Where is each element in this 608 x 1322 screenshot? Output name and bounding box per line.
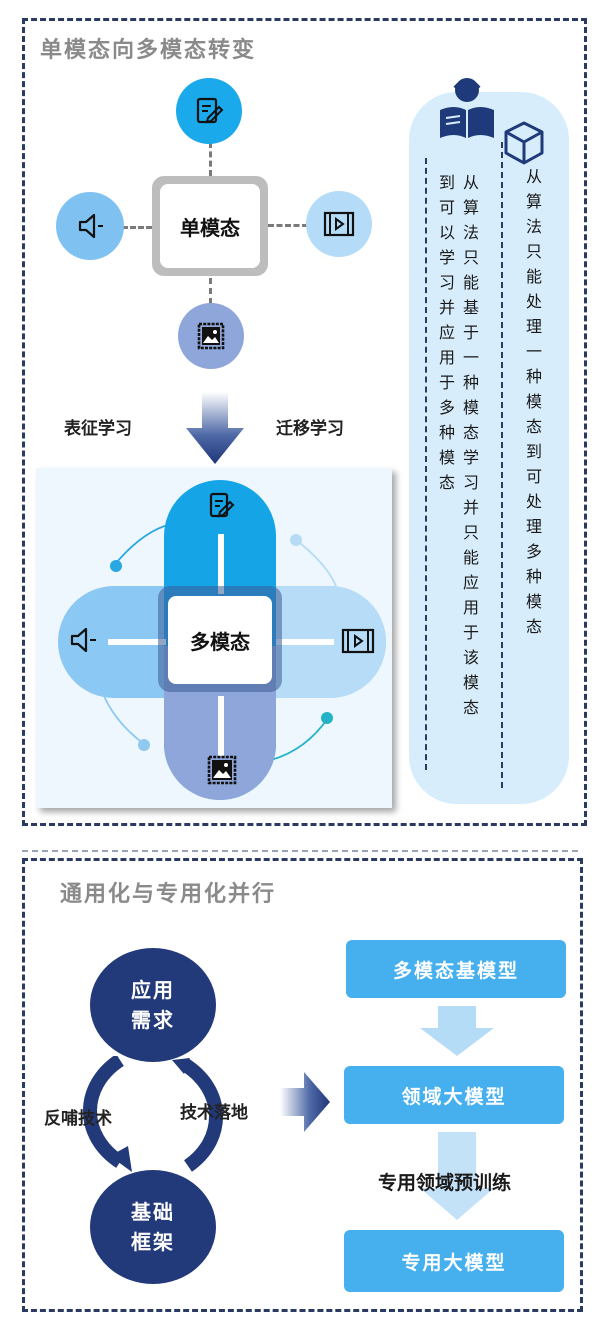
specialized-large-model-box: 专用大模型 — [344, 1230, 564, 1292]
transfer-learning-label: 迁移学习 — [276, 419, 344, 439]
picture-icon-2 — [207, 755, 237, 785]
reader-book-icon — [440, 78, 494, 138]
single-modality-label: 单模态 — [160, 184, 260, 268]
image-modality-circle — [178, 303, 244, 369]
down-arrow-light-1 — [420, 1006, 494, 1056]
description-text-right: 从算法只能处理一种模态到可处理多种模态 — [523, 168, 542, 643]
cube-icon — [504, 121, 544, 165]
section-title-general-specialized: 通用化与专用化并行 — [60, 881, 277, 907]
right-arrow-icon — [280, 1072, 330, 1132]
picture-icon — [197, 322, 225, 350]
technology-deployment-label: 技术落地 — [180, 1103, 248, 1123]
panel-general-specialized — [22, 858, 583, 1312]
cycle-arrows-icon — [83, 1056, 223, 1172]
connector-top — [209, 142, 212, 176]
down-arrow-icon — [186, 392, 244, 464]
multimodal-panel: 多模态 — [36, 468, 392, 808]
description-divider-left — [425, 158, 427, 770]
edit-document-icon-2 — [209, 492, 235, 518]
description-text-left-col1: 从算法只能基于一种模态学习并只能应用于该模态 — [460, 174, 479, 724]
base-framework-circle: 基础框架 — [90, 1170, 216, 1284]
section-separator — [22, 850, 578, 852]
section-title-modality-shift: 单模态向多模态转变 — [40, 37, 257, 63]
connector-left — [122, 226, 152, 229]
single-modality-box: 单模态 — [152, 176, 268, 276]
representation-learning-label: 表征学习 — [64, 419, 132, 439]
video-modality-circle — [306, 191, 372, 257]
multi-modality-label: 多模态 — [168, 596, 272, 684]
feedback-technology-label: 反哺技术 — [44, 1109, 112, 1129]
text-modality-circle — [176, 78, 242, 144]
domain-large-model-box: 领域大模型 — [344, 1066, 564, 1124]
audio-modality-circle — [56, 192, 124, 260]
video-player-icon-2 — [341, 628, 375, 654]
domain-pretraining-label: 专用领域预训练 — [378, 1172, 512, 1194]
application-demand-circle: 应用需求 — [90, 948, 216, 1062]
connector-right — [268, 224, 308, 227]
edit-document-icon — [196, 97, 224, 124]
description-panel — [409, 92, 569, 804]
description-divider-right — [501, 142, 503, 788]
panel-modality-shift — [22, 18, 587, 826]
multimodal-foundation-model-box: 多模态基模型 — [346, 940, 566, 998]
down-arrow-light-2 — [420, 1132, 494, 1220]
description-text-left-col2: 到可以学习并应用于多种模态 — [436, 174, 455, 499]
video-player-icon — [323, 211, 355, 237]
speaker-icon-2 — [70, 627, 96, 653]
speaker-icon — [78, 213, 103, 239]
connector-bottom — [209, 278, 212, 304]
